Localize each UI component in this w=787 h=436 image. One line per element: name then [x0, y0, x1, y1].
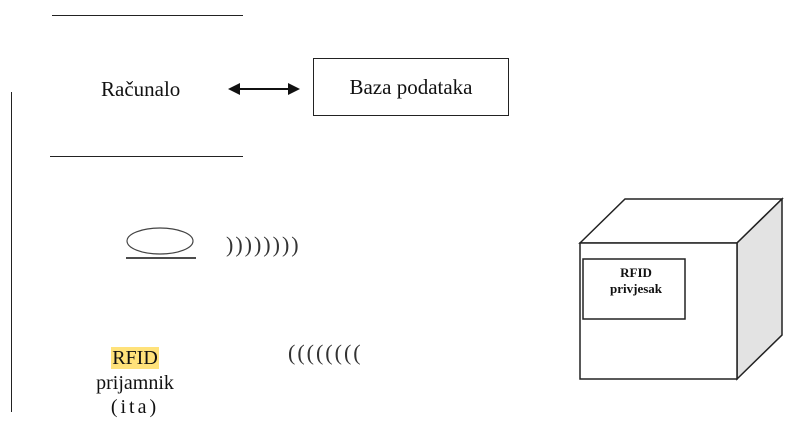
- computer-top-rule: [52, 15, 243, 16]
- left-boundary-line: [11, 92, 12, 412]
- cube-object: [578, 197, 784, 381]
- tag-label-line1: RFID: [620, 265, 652, 280]
- bidirectional-arrow: [228, 83, 300, 95]
- reader-antenna-icon: [126, 227, 196, 259]
- incoming-waves: ((((((((: [288, 340, 363, 365]
- computer-label: Računalo: [101, 77, 181, 101]
- reader-label-line3: (ita): [110, 396, 160, 418]
- database-label: Baza podataka: [349, 74, 473, 99]
- database-box: Baza podataka: [313, 58, 509, 116]
- rfid-tag-label: RFID privjesak: [589, 265, 683, 297]
- computer-bottom-rule: [50, 156, 243, 157]
- outgoing-waves: )))))))): [226, 232, 301, 257]
- reader-label-line1: RFID: [70, 347, 200, 370]
- tag-label-line2: privjesak: [610, 281, 662, 296]
- reader-label-rfid: RFID: [111, 347, 159, 369]
- reader-label-line2: prijamnik: [96, 372, 174, 394]
